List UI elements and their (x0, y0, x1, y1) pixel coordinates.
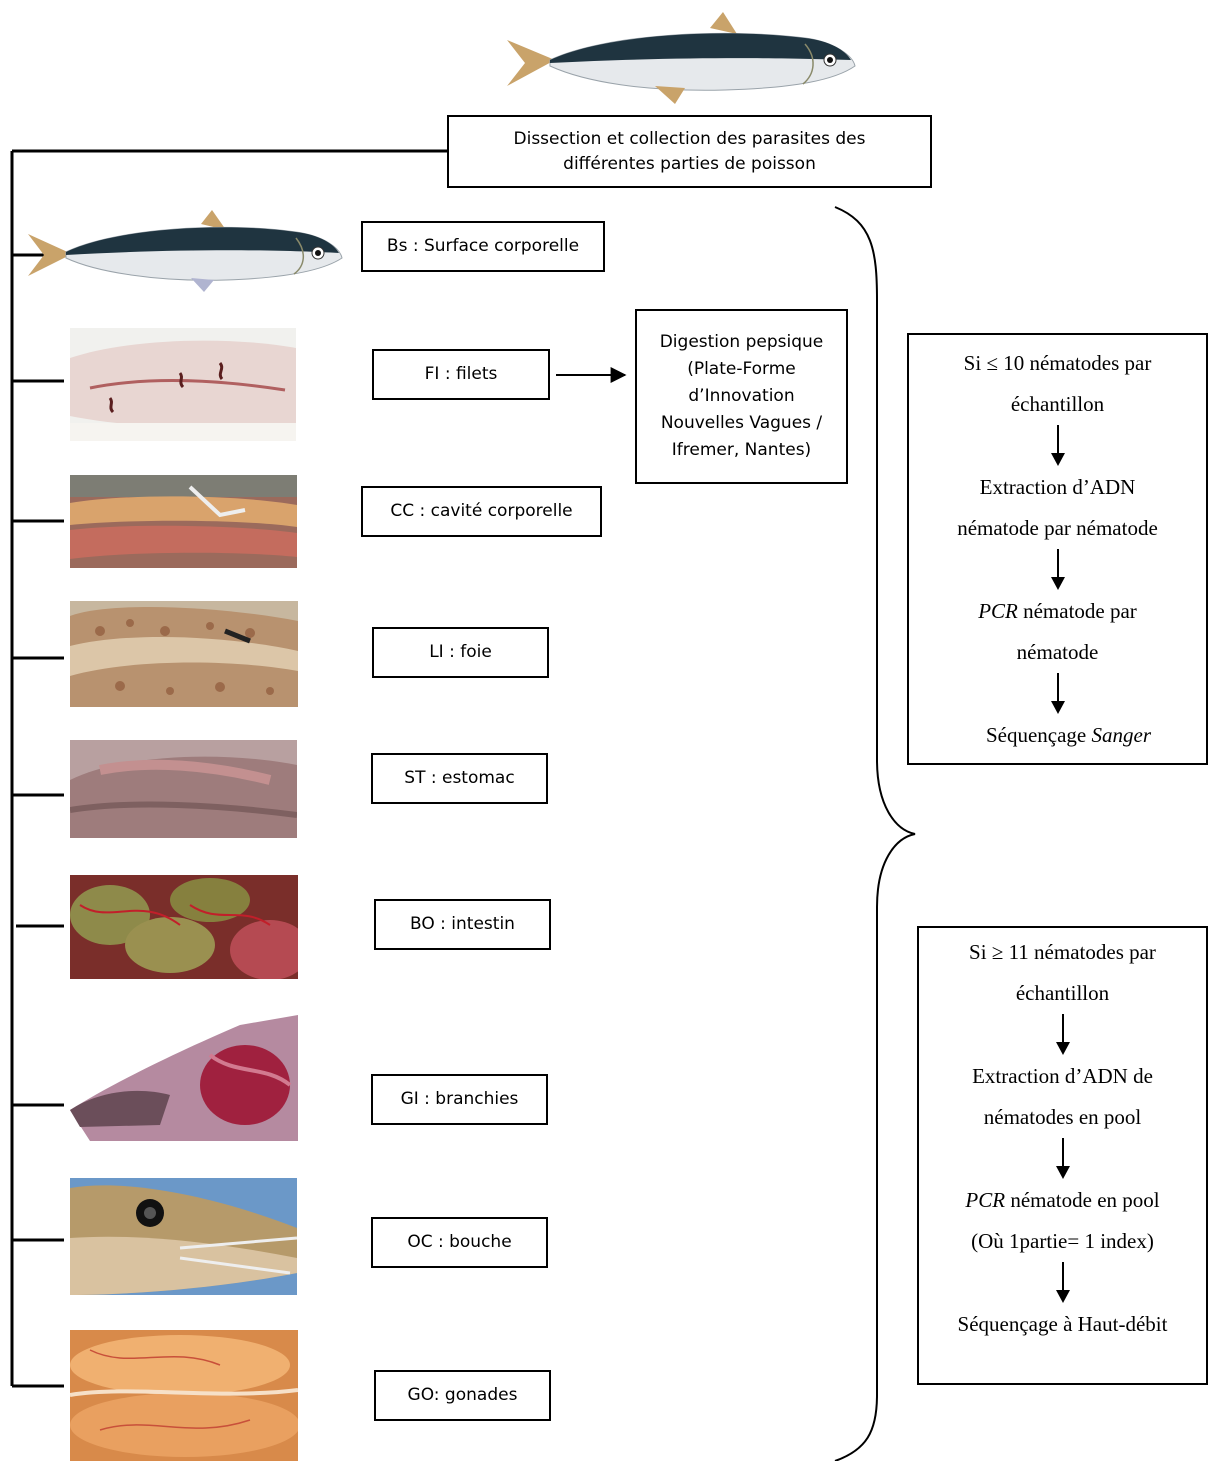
part-label: Bs : Surface corporelle (386, 236, 580, 257)
down-arrow-icon (1050, 424, 1065, 466)
mouth-photo (70, 1178, 297, 1295)
down-arrow-icon (1050, 548, 1065, 590)
gills-photo (70, 1015, 298, 1141)
sequencing-line: Séquençage à Haut-débit (957, 1311, 1168, 1336)
sardine-illustration (28, 210, 343, 292)
extraction-line: Extraction d’ADN de (972, 1063, 1153, 1088)
part-label: GI : branchies (400, 1089, 519, 1110)
extraction-line: Extraction d’ADN (979, 474, 1136, 499)
part-box-fi: FI : filets (372, 349, 550, 400)
part-label: LI : foie (429, 642, 492, 663)
part-box-bs: Bs : Surface corporelle (361, 221, 605, 272)
part-label: BO : intestin (410, 914, 515, 935)
digestion-line: d’Innovation (688, 385, 795, 406)
digestion-line: Digestion pepsique (659, 331, 824, 352)
protocol-low-box: Si ≤ 10 nématodes par échantillon Extrac… (907, 333, 1208, 765)
condition-line: Si ≤ 10 nématodes par (963, 351, 1152, 375)
sequencing-term: Sanger (1091, 722, 1152, 747)
part-box-go: GO: gonades (374, 1370, 551, 1421)
gonads-photo (70, 1330, 298, 1461)
part-label: GO: gonades (407, 1385, 518, 1406)
digestion-box: Digestion pepsique (Plate-Forme d’Innova… (635, 309, 848, 484)
digestion-line: Nouvelles Vagues / (660, 413, 823, 434)
pcr-line: PCR nématode par (978, 591, 1137, 632)
part-box-cc: CC : cavité corporelle (361, 486, 602, 537)
down-arrow-icon (1055, 1013, 1070, 1055)
condition-line: échantillon (1010, 391, 1105, 416)
extraction-line: nématode par nématode (957, 515, 1158, 540)
down-arrow-icon (1050, 672, 1065, 714)
sardine-illustration (507, 12, 856, 104)
part-box-oc: OC : bouche (371, 1217, 548, 1268)
pcr-line: PCR nématode en pool (965, 1180, 1159, 1221)
protocol-high-box: Si ≥ 11 nématodes par échantillon Extrac… (917, 926, 1208, 1385)
part-label: FI : filets (424, 364, 498, 385)
part-box-st: ST : estomac (371, 753, 548, 804)
digestion-line: (Plate-Forme (687, 358, 796, 379)
pcr-text: nématode par (1017, 598, 1137, 623)
sequencing-text: Séquençage (985, 722, 1092, 747)
part-box-gi: GI : branchies (371, 1074, 548, 1125)
header-box: Dissection et collection des parasites d… (447, 115, 932, 188)
pcr-line-2: (Où 1partie= 1 index) (971, 1228, 1154, 1253)
condition-line: Si ≥ 11 nématodes par (969, 940, 1156, 964)
part-box-bo: BO : intestin (374, 899, 551, 950)
fillet-photo (70, 328, 296, 441)
pcr-term: PCR (965, 1187, 1006, 1212)
down-arrow-icon (1055, 1261, 1070, 1303)
stomach-photo (70, 740, 297, 838)
extraction-line: nématodes en pool (983, 1104, 1142, 1129)
pcr-term: PCR (978, 598, 1018, 623)
part-box-li: LI : foie (372, 627, 549, 678)
condition-line: échantillon (1015, 980, 1110, 1005)
down-arrow-icon (1055, 1137, 1070, 1179)
pcr-line-2: nématode (1016, 639, 1099, 664)
part-label: OC : bouche (407, 1232, 512, 1253)
digestion-line: Ifremer, Nantes) (671, 440, 812, 461)
body-cavity-photo (70, 475, 297, 568)
liver-photo (70, 601, 298, 707)
sequencing-line: Séquençage Sanger (964, 715, 1151, 756)
intestine-photo (70, 875, 298, 979)
pcr-text: nématode en pool (1005, 1187, 1160, 1212)
curly-brace (834, 206, 916, 1461)
part-label: ST : estomac (404, 768, 515, 789)
part-label: CC : cavité corporelle (390, 501, 573, 522)
header-title: Dissection et collection des parasites d… (513, 128, 866, 174)
